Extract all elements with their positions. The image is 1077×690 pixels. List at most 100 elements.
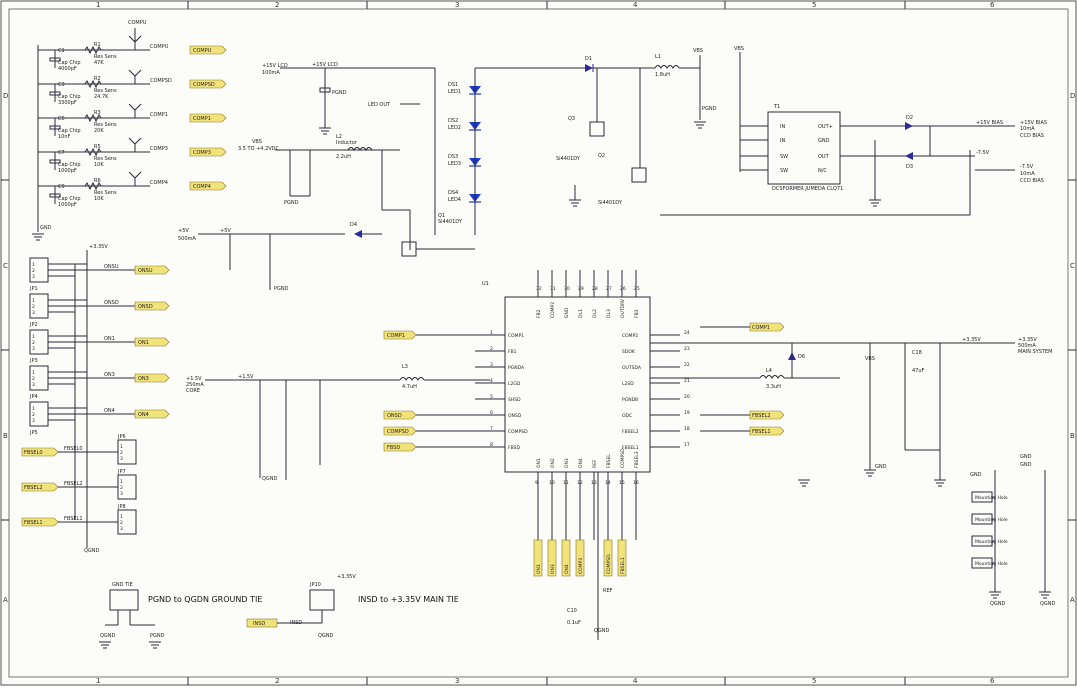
cap-type: Cap Chip: [58, 128, 81, 134]
fbsel-net-label: FBSEL1: [64, 516, 83, 522]
pgnd-tie-1: PGND: [150, 633, 165, 639]
pin-name: COMP1: [508, 333, 524, 339]
gnd-label-right: GND: [875, 464, 887, 470]
cap-c1: [49, 57, 61, 62]
core-current-label: 250mA: [186, 382, 204, 388]
port-label: COMPSD: [606, 554, 612, 574]
qgnd-mount-2: QGND: [1040, 601, 1056, 607]
fbsel-jumper-block: JP6123FBSEL0FBSEL0JP7123FBSEL2FBSEL2JP81…: [21, 434, 137, 535]
cap-ref: C3: [58, 82, 65, 88]
diode-d4: [354, 230, 362, 238]
jumper-pin: 2: [32, 340, 35, 346]
led-label: LED3: [448, 161, 461, 167]
pin-name: ON3: [564, 458, 570, 468]
col-label-4: 4: [633, 1, 638, 9]
jumper-pin: 2: [120, 520, 123, 526]
pin-name: DL2: [592, 309, 598, 318]
pin-name: COMPSD: [508, 429, 528, 435]
l2-value: 2.2uH: [336, 154, 351, 160]
pin-name: FB2: [536, 309, 542, 318]
pin-name: COMPSD: [620, 448, 626, 468]
port-label: COMPU: [193, 48, 212, 54]
ground-symbol: [864, 469, 876, 477]
c18-ref: C18: [912, 350, 922, 356]
port-label: FBSEL0: [24, 450, 43, 456]
t1-ref: T1: [773, 104, 780, 110]
pin-number: 25: [634, 286, 640, 292]
port-compsd: [383, 426, 417, 436]
vbs-top-label: VBS: [693, 48, 703, 54]
pin-number: 5: [490, 394, 493, 400]
pin-number: 19: [684, 410, 690, 416]
core-voltage-label: +1.5V: [186, 376, 202, 382]
port-on4: [561, 539, 571, 577]
res-value: 47K: [94, 60, 104, 66]
port-label: FBSEL2: [752, 413, 771, 419]
comp-net-label: COMPU: [150, 44, 169, 50]
inductor-l3: [399, 377, 425, 381]
port-label: ON1: [138, 340, 149, 346]
row-label-c: C: [3, 262, 8, 270]
pin-number: 31: [550, 286, 556, 292]
d1-ref: D1: [585, 56, 592, 62]
port-on1: [134, 337, 170, 347]
compu-top-label: COMPU: [128, 20, 147, 26]
port-fbsel2: [749, 410, 785, 420]
gnd-mount-1: GND: [970, 472, 982, 478]
pin-number: 9: [535, 480, 538, 486]
col-label-3: 3: [455, 1, 459, 9]
led-ref: DS4: [448, 190, 458, 196]
res-value: 10K: [94, 196, 104, 202]
pin-name: COMP2: [550, 302, 556, 318]
pin-number: 15: [619, 480, 625, 486]
mounting-label: Mounting Hole: [975, 539, 1008, 545]
pin-name: FBSEL2: [622, 429, 639, 435]
mosfet-q2: [631, 167, 647, 183]
vbs-left-label: VBS: [252, 139, 262, 145]
l4-ref: L4: [766, 368, 772, 374]
q1-part: Si4401DY: [438, 219, 463, 225]
comp-net-label: COMP3: [150, 146, 168, 152]
core-net-label: +1.5V: [238, 374, 254, 380]
col-label-6-bottom: 6: [990, 677, 995, 685]
port-on4: [134, 409, 170, 419]
ccd-bias-2: CCD BIAS: [1020, 178, 1044, 184]
mounting-label: Mounting Hole: [975, 495, 1008, 501]
led-label: LED4: [448, 197, 461, 203]
ground-symbol: [32, 233, 44, 241]
jumper-pin: 1: [32, 298, 35, 304]
d6-ref: D6: [798, 354, 805, 360]
col-label-4-bottom: 4: [633, 677, 638, 685]
l4-value: 3.3uH: [766, 384, 781, 390]
comp-net-label: COMPSD: [150, 78, 172, 84]
res-ref: R3: [94, 110, 101, 116]
pin-number: 11: [563, 480, 569, 486]
mosfet-q1: [401, 241, 417, 257]
jumper-pin: 3: [32, 274, 35, 280]
led-label: LED2: [448, 125, 461, 131]
on-net-label: ON1: [104, 336, 115, 342]
port-label: ON3: [550, 564, 556, 574]
cap-c7: [49, 159, 61, 164]
d4-ref: D4: [350, 222, 357, 228]
mounting-label: Mounting Hole: [975, 517, 1008, 523]
port-onsd: [383, 410, 417, 420]
ground-symbol: [99, 641, 111, 649]
pin-number: 8: [490, 442, 493, 448]
port-on3: [547, 539, 557, 577]
res-ref: R6: [94, 178, 101, 184]
mounting-label: Mounting Hole: [975, 561, 1008, 567]
q3-part: Si4401DY: [556, 156, 581, 162]
lcd-current-label: 100mA: [262, 70, 280, 76]
col-label-2-bottom: 2: [275, 677, 279, 685]
jumper-pin: 1: [32, 334, 35, 340]
pin-name: SHSD: [508, 397, 521, 403]
jumper-ref: JP1: [29, 286, 38, 292]
qgnd-label-jumpers: QGND: [84, 548, 100, 554]
pin-number: 29: [578, 286, 584, 292]
l1-value: 1.8uH: [655, 72, 670, 78]
q1-ref: Q1: [438, 213, 445, 219]
